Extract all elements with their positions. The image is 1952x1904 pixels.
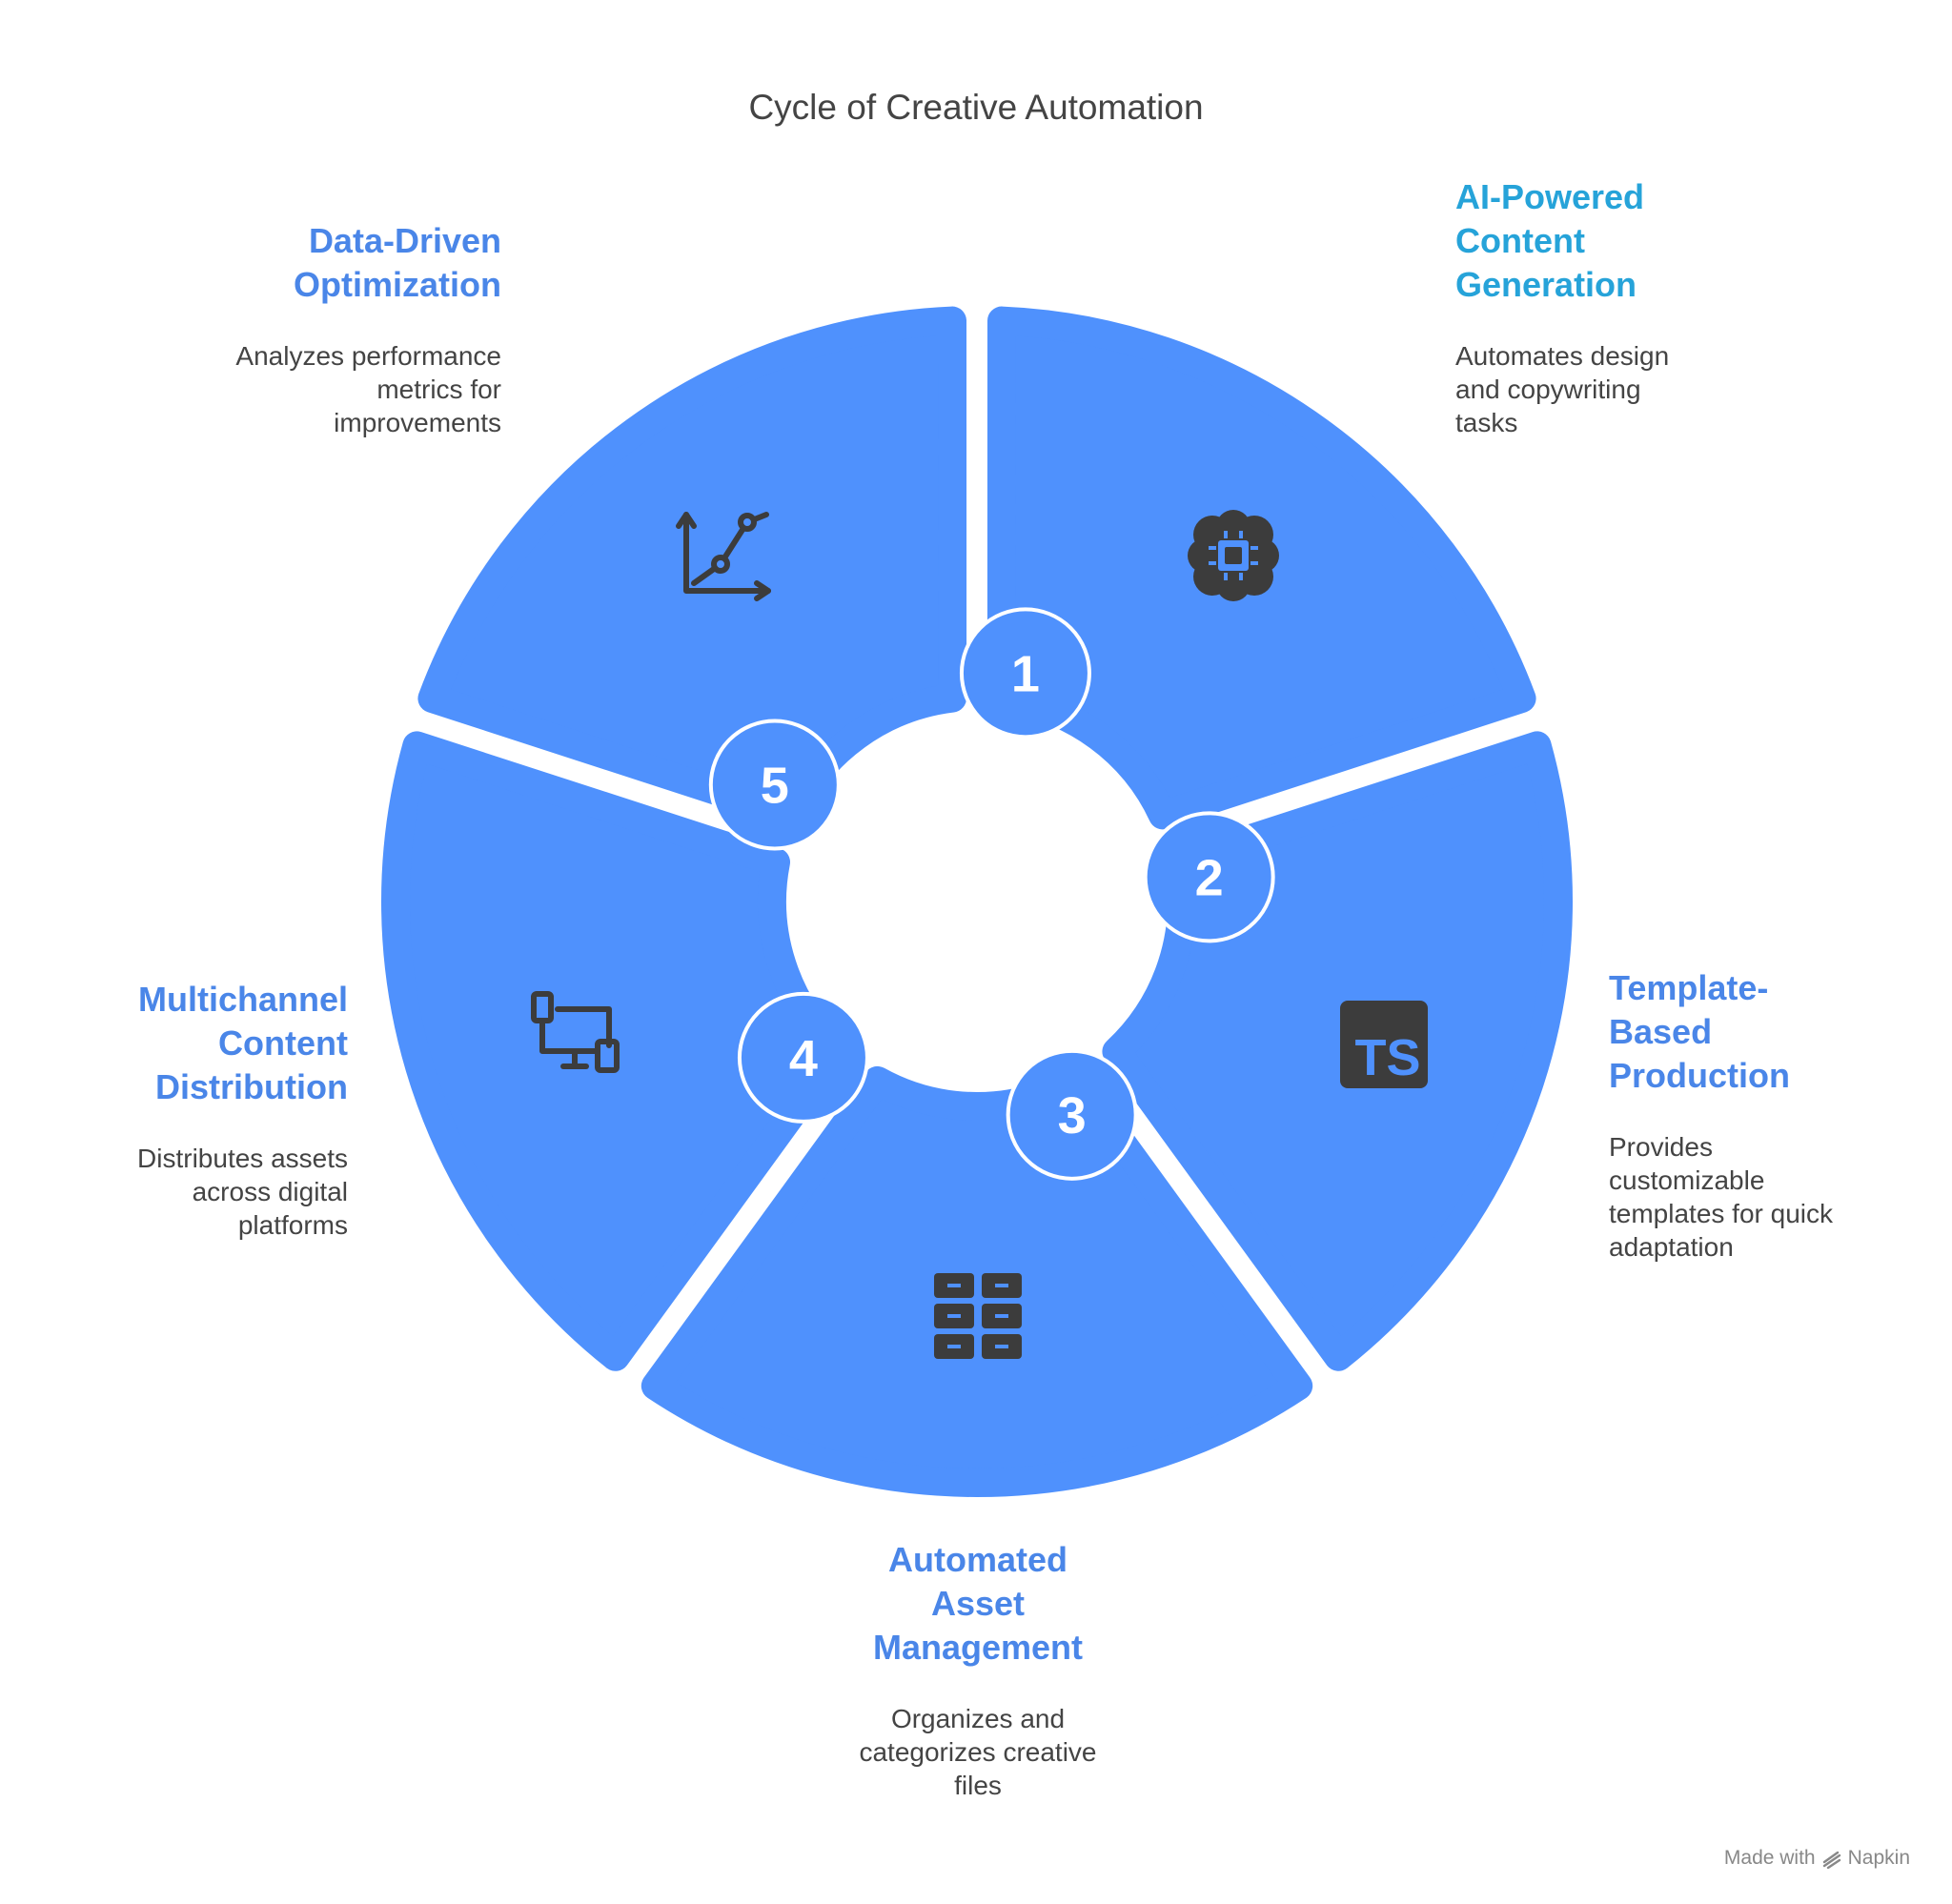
step-4-badge-circle: [737, 991, 869, 1124]
step-3-number: 3: [1058, 1087, 1087, 1144]
typescript-icon: TS: [1340, 1001, 1428, 1088]
step-2-block: Template-Based Production Provides custo…: [1609, 966, 1952, 1264]
step-4-block: Multichannel Content Distribution Distri…: [0, 978, 348, 1242]
step-5-block: Data-Driven Optimization Analyzes perfor…: [0, 219, 501, 439]
step-2-description: Provides customizable templates for quic…: [1609, 1132, 1833, 1262]
step-5-badge: 5: [708, 719, 841, 851]
made-with-napkin-watermark: Made with Napkin: [1724, 1847, 1910, 1870]
devices-icon: [531, 991, 620, 1073]
step-1-description: Automates design and copywriting tasks: [1455, 341, 1670, 437]
line-chart-icon: [676, 512, 771, 601]
step-5-number: 5: [761, 758, 789, 815]
step-1-badge-circle: [959, 607, 1091, 739]
step-badges: 1 2 3 4 5: [708, 607, 1275, 1181]
step-1-heading: AI-Powered Content Generation: [1455, 177, 1645, 304]
step-3-heading: Automated Asset Management: [872, 1540, 1084, 1667]
diagram-title: Cycle of Creative Automation: [748, 88, 1204, 127]
watermark-text: Made with: [1723, 1847, 1816, 1869]
step-1-badge: 1: [959, 607, 1091, 739]
step-5-heading: Data-Driven Optimization: [294, 221, 501, 304]
svg-text:TS: TS: [1354, 1029, 1420, 1086]
step-2-number: 2: [1195, 849, 1224, 906]
step-3-badge: 3: [1006, 1048, 1138, 1181]
step-1-number: 1: [1011, 645, 1040, 702]
step-3-block: Automated Asset Management Organizes and…: [787, 1538, 1169, 1802]
step-2-heading: Template-Based Production: [1609, 968, 1790, 1095]
step-4-heading: Multichannel Content Distribution: [137, 980, 348, 1106]
step-1-block: AI-Powered Content Generation Automates …: [1455, 175, 1837, 439]
step-2-badge-circle: [1143, 811, 1275, 943]
step-2-badge: 2: [1143, 811, 1275, 943]
step-4-badge: 4: [737, 991, 869, 1124]
step-5-description: Analyzes performance metrics for improve…: [235, 341, 501, 437]
brain-chip-icon: [1188, 510, 1279, 601]
step-4-description: Distributes assets across digital platfo…: [137, 1144, 348, 1240]
segment-5: [417, 306, 967, 830]
file-cabinet-icon: [934, 1273, 1022, 1359]
napkin-logo-icon: [1822, 1851, 1840, 1869]
step-icons: TS: [531, 510, 1428, 1359]
step-3-description: Organizes and categorizes creative files: [859, 1704, 1097, 1800]
watermark-brand: Napkin: [1847, 1847, 1910, 1869]
segment-3: [640, 1065, 1313, 1497]
cycle-segments: [381, 306, 1573, 1497]
step-5-badge-circle: [708, 719, 841, 851]
step-4-number: 4: [789, 1030, 818, 1087]
step-3-badge-circle: [1006, 1048, 1138, 1181]
